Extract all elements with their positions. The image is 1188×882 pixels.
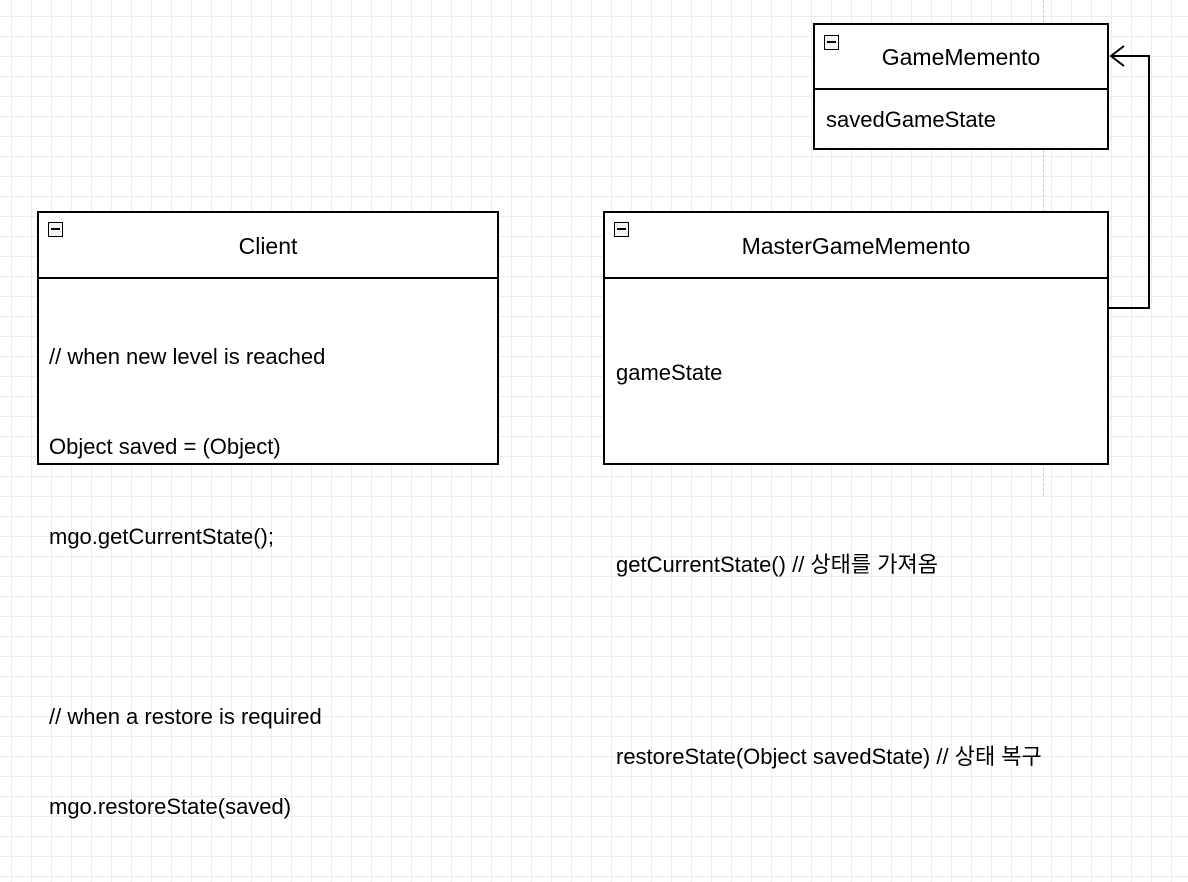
code-line: mgo.restoreState(saved)	[49, 794, 292, 819]
class-title: MasterGameMemento	[741, 233, 971, 259]
collapse-icon[interactable]	[824, 35, 839, 50]
blank-line	[49, 612, 325, 642]
collapse-icon[interactable]	[48, 222, 63, 237]
class-master-game-memento[interactable]: MasterGameMemento gameState getCurrentSt…	[603, 211, 1109, 769]
class-title: GameMemento	[881, 44, 1041, 70]
connector-line[interactable]	[0, 0, 1188, 496]
class-header: MasterGameMemento	[605, 213, 1107, 279]
blank-line	[616, 645, 1042, 677]
collapse-icon[interactable]	[614, 222, 629, 237]
class-method: restoreState(Object savedState) // 상태 복구	[616, 744, 1042, 769]
class-header: Client	[39, 213, 497, 279]
code-line: // when new level is reached	[49, 344, 326, 369]
class-game-memento[interactable]: GameMemento savedGameState	[813, 23, 1109, 150]
code-line: Object saved = (Object)	[49, 434, 281, 459]
open-arrow-icon	[1109, 45, 1125, 67]
class-title: Client	[238, 233, 298, 259]
code-line: mgo.getCurrentState();	[49, 524, 274, 549]
class-header: GameMemento	[815, 25, 1107, 90]
class-attribute: savedGameState	[826, 107, 996, 132]
class-method: getCurrentState() // 상태를 가져옴	[616, 552, 938, 577]
connector-path[interactable]	[1109, 55, 1150, 309]
code-line: // when a restore is required	[49, 704, 322, 729]
class-attribute: gameState	[616, 360, 723, 385]
